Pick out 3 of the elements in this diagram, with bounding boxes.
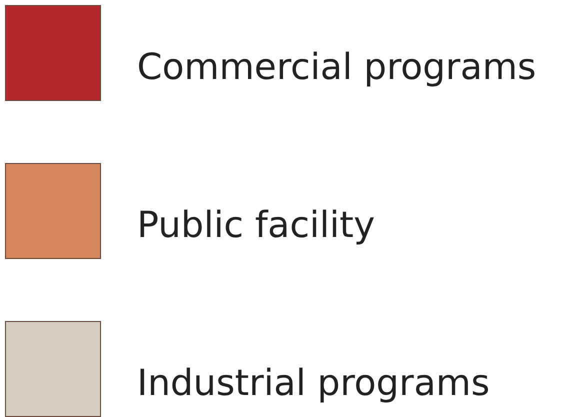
legend-label: Public facility (137, 204, 375, 248)
legend-label: Commercial programs (137, 46, 536, 90)
legend-label: Industrial programs (137, 362, 490, 406)
